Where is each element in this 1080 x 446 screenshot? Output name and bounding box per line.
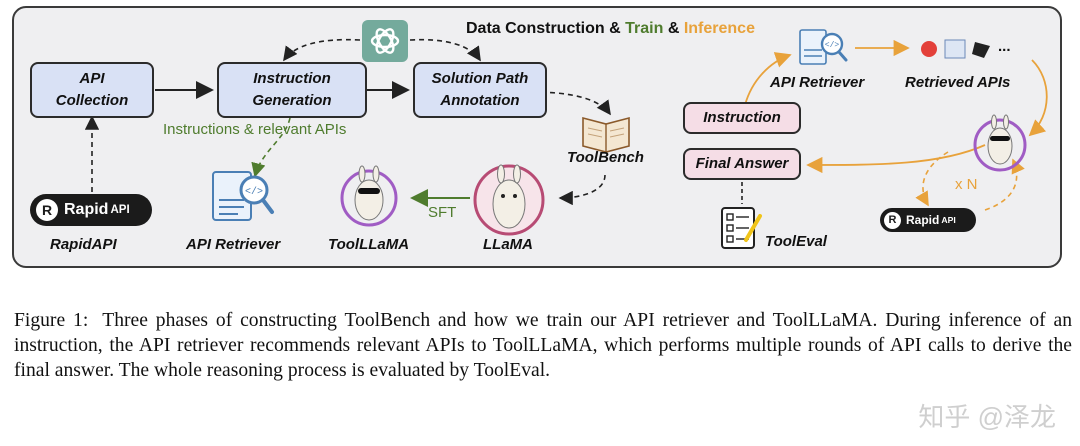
toolbench-label: ToolBench	[567, 149, 644, 166]
toolllama-label: ToolLLaMA	[328, 236, 410, 253]
sft-label: SFT	[428, 204, 457, 221]
llama-icon	[340, 165, 398, 227]
final-answer-label: Final Answer	[695, 155, 789, 172]
instruction-label: Instruction	[703, 109, 781, 126]
rapidapi-logo-mark: R	[36, 199, 58, 221]
api-retriever-inference-label: API Retriever	[770, 74, 865, 91]
arrow-toolbench-to-llama	[558, 174, 606, 206]
llama-label: LLaMA	[483, 236, 533, 253]
document-search-icon: </>	[799, 29, 848, 65]
tooleval-label: ToolEval	[765, 233, 827, 250]
arrow-chatgpt-to-annotation	[409, 38, 481, 62]
rapidapi-logo-mark: R	[884, 211, 901, 229]
arrow-rapidapi-to-toolllama	[984, 158, 1025, 211]
llama-icon	[473, 164, 545, 236]
api-collection-line1: API	[79, 70, 105, 87]
llama-icon	[973, 114, 1027, 172]
xn-label: x N	[955, 176, 978, 193]
instruction-generation-line2: Generation	[252, 92, 332, 109]
chatgpt-icon	[362, 20, 408, 62]
checklist-icon	[721, 207, 762, 249]
rapidapi-logo: R Rapid API	[30, 194, 152, 226]
book-icon	[582, 116, 630, 153]
instructions-apis-label: Instructions & relevant APIs	[163, 121, 347, 138]
retrieved-apis-label: Retrieved APIs	[905, 74, 1011, 91]
final-answer-box: Final Answer	[683, 148, 801, 180]
arrow-chatgpt-to-generation	[283, 38, 361, 62]
arrow-toolllama-to-answer	[806, 144, 986, 174]
watermark: 知乎 @泽龙	[918, 402, 1056, 432]
retrieved-api-logos	[921, 39, 990, 59]
instruction-generation-box: Instruction Generation	[217, 62, 367, 118]
title-inference: Inference	[683, 20, 755, 37]
instruction-generation-line1: Instruction	[253, 70, 331, 87]
rapidapi-logo-word: Rapid	[64, 201, 109, 218]
ellipsis-label: ...	[998, 38, 1011, 55]
rapidapi-logo-suffix: API	[941, 215, 956, 225]
caption-text: Three phases of constructing ToolBench a…	[14, 310, 1072, 381]
caption-label: Figure 1:	[14, 310, 89, 331]
figure-caption: Figure 1:Three phases of constructing To…	[14, 308, 1072, 383]
rapidapi-logo-word: Rapid	[906, 213, 940, 227]
document-search-icon: </>	[212, 171, 274, 221]
svg-text:</>: </>	[245, 186, 263, 198]
api-retriever-label: API Retriever	[186, 236, 281, 253]
rapidapi-logo: R Rapid API	[880, 208, 976, 232]
solution-path-annotation-box: Solution Path Annotation	[413, 62, 547, 118]
title-train: Train	[625, 20, 664, 37]
figure-title: Data Construction & Train & Inference	[466, 20, 755, 38]
api-collection-line2: Collection	[55, 92, 129, 109]
instruction-box: Instruction	[683, 102, 801, 134]
title-prefix: Data Construction &	[466, 20, 621, 37]
svg-text:</>: </>	[825, 41, 840, 50]
arrow-instruction-to-retriever	[744, 52, 792, 106]
solution-path-line1: Solution Path	[431, 70, 529, 87]
title-amp: &	[667, 20, 680, 37]
solution-path-line2: Annotation	[440, 92, 520, 109]
api-collection-box: API Collection	[30, 62, 154, 118]
arrow-toolllama-to-rapidapi	[915, 151, 949, 207]
rapidapi-logo-suffix: API	[110, 204, 130, 216]
arrow-apis-to-toolllama	[1028, 59, 1048, 137]
rapidapi-label: RapidAPI	[50, 236, 117, 253]
